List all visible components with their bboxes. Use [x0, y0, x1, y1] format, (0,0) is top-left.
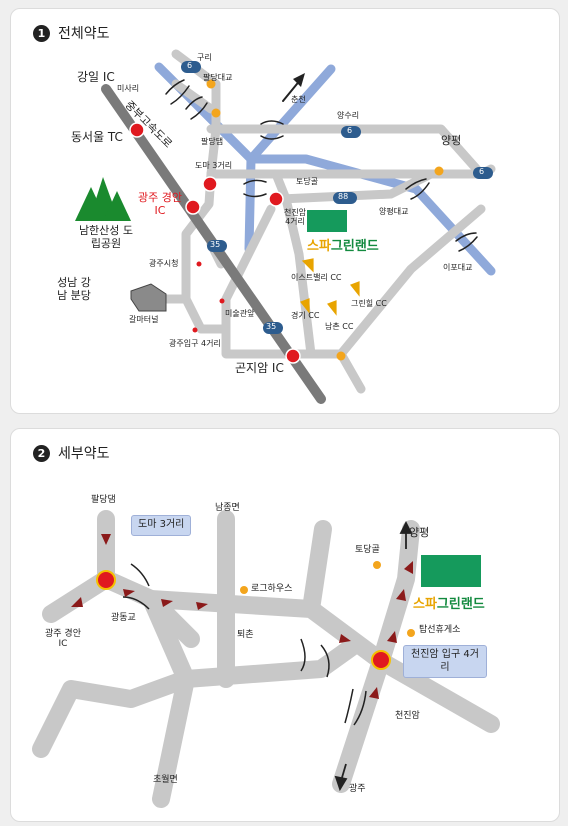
cheonjinam-entrance-marker: [371, 650, 391, 670]
label-paldang-dam: 팔당댐: [201, 137, 224, 146]
junction-points: [206, 79, 444, 361]
interchange-markers: [129, 122, 301, 364]
north-han-river: [246, 64, 336, 164]
label-yangpyeong-bridge: 양평대교: [379, 207, 409, 216]
detail-map-title: 2 세부약도: [33, 443, 110, 463]
label-art-museum: 미술관앞: [225, 309, 255, 318]
route-6-shield-1: 6: [187, 61, 193, 70]
route-shields: [181, 61, 493, 334]
callout-doma-3: 도마 3거리: [131, 515, 192, 536]
label-dongseoul-tc: 동서울 TC: [71, 130, 123, 144]
overview-map-heading: 전체약도: [58, 26, 110, 42]
label-yangsuri: 양수리: [337, 111, 360, 120]
label-tapseon-rest: 탑선휴게소: [419, 625, 461, 635]
label-doma-3: 도마 3거리: [195, 161, 233, 170]
label-chuncheon: 춘천: [291, 95, 306, 104]
label-paldang-dam: 팔당댐: [91, 495, 116, 505]
doma-3-marker: [96, 570, 116, 590]
callout-cheonjinam-entrance: 천진암 입구 4거리: [403, 645, 487, 678]
detail-map-heading: 세부약도: [58, 446, 110, 462]
route-88-shield: 88: [338, 192, 349, 201]
label-gwangdonggyo: 광동교: [111, 613, 136, 623]
label-namjong: 남종면: [215, 503, 240, 513]
label-seongnam-gangnam-bundang: 성남 강남 분당: [57, 276, 91, 302]
label-gwangju-gyeongan-ic: 광주 경안 IC: [45, 629, 81, 650]
detail-map-graphic: [32, 510, 500, 808]
overview-map-panel: 1 전체약도: [10, 8, 560, 414]
label-gangil-ic: 강일 IC: [77, 70, 115, 84]
route-35-shield-2: 35: [266, 322, 277, 331]
detail-map-panel: 2 세부약도: [10, 428, 560, 822]
overview-map-graphic: [75, 49, 496, 404]
label-yangpyeong: 양평: [441, 134, 462, 147]
label-todanggol: 토당골: [296, 177, 319, 186]
label-galmaeteoneol: 갈마터널: [129, 315, 159, 324]
tunnel-icon: [130, 283, 167, 312]
label-gonjiam-ic: 곤지암 IC: [235, 361, 284, 375]
label-ipo-bridge: 이포대교: [443, 263, 473, 272]
label-namchon-cc: 남촌 CC: [325, 322, 354, 331]
section-number-badge: 2: [33, 444, 50, 462]
label-misari: 미사리: [117, 84, 140, 93]
label-cheonjinam-4: 천진암 4거리: [283, 208, 307, 227]
resort-marker: [307, 210, 347, 232]
route-arrows: [71, 534, 413, 699]
label-namhansanseong: 남한산성 도립공원: [78, 224, 134, 250]
label-gwangju-ic: 광주 경안 IC: [138, 191, 182, 217]
overview-map-title: 1 전체약도: [33, 23, 110, 43]
route-6-shield-2: 6: [347, 126, 353, 135]
section-number-badge: 1: [33, 24, 50, 42]
label-guri: 구리: [197, 53, 212, 62]
label-gwangju-entrance-4: 광주입구 4거리: [169, 339, 221, 348]
label-east-valley-cc: 이스트밸리 CC: [291, 273, 342, 282]
resort-brand-logo: 스파그린랜드: [307, 239, 379, 254]
resort-marker: [421, 555, 481, 587]
label-gwangju-cityhall: 광주시청: [149, 259, 179, 268]
golf-flag-icons: [300, 258, 360, 316]
route-6-shield-3: 6: [479, 167, 485, 176]
label-geurinhil-cc: 그린힐 CC: [351, 299, 387, 308]
label-chowol: 초월면: [153, 775, 178, 785]
label-gyeonggi-cc: 경기 CC: [291, 311, 320, 320]
label-log-house: 로그하우스: [251, 584, 293, 594]
namhansanseong-mountain-icon: [75, 177, 131, 221]
label-paldang-bridge: 팔당대교: [203, 73, 233, 82]
route-35-shield-1: 35: [210, 240, 221, 249]
label-gwangju: 광주: [349, 784, 366, 794]
label-cheonjinam: 천진암: [395, 711, 420, 721]
resort-brand-logo: 스파그린랜드: [413, 597, 485, 612]
label-toechon: 퇴촌: [237, 630, 254, 640]
label-todanggol: 토당골: [355, 545, 380, 555]
label-yangpyeong: 양평: [409, 526, 430, 539]
